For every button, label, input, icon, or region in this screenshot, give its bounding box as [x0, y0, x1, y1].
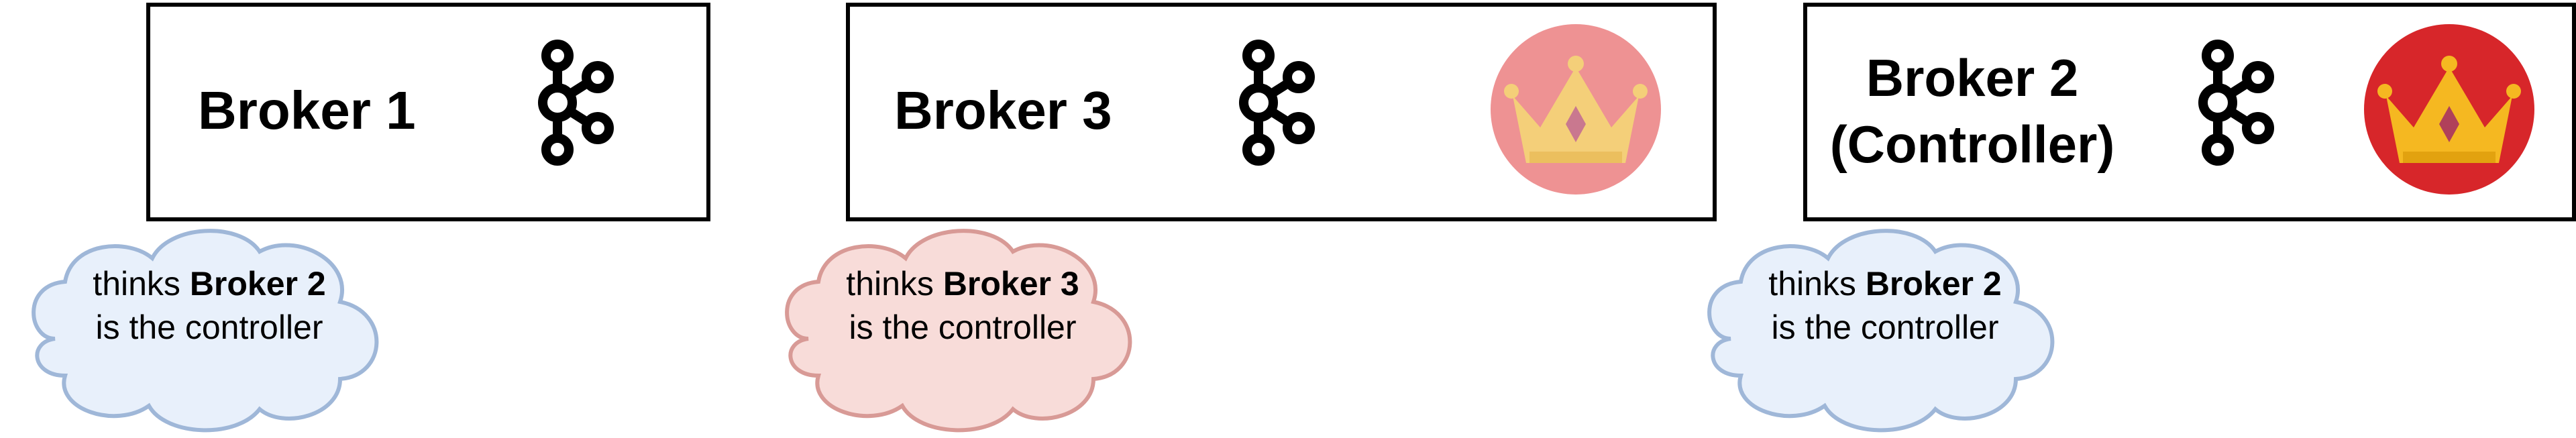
- broker-1-card: Broker 1: [146, 3, 710, 221]
- cloud-line-2: is the controller: [95, 309, 323, 346]
- broker-box: [146, 3, 710, 221]
- cloud-line-2: is the controller: [1771, 309, 1998, 346]
- broker-3-card: Broker 3: [846, 3, 1717, 221]
- cloud-line-2: is the controller: [849, 309, 1076, 346]
- cloud-line-1: thinks Broker 3: [846, 265, 1079, 303]
- broker-3-title: Broker 3: [894, 80, 1112, 140]
- thought-cloud-broker-3: thinks Broker 3 is the controller: [787, 231, 1130, 430]
- thought-cloud-broker-1: thinks Broker 2 is the controller: [34, 231, 376, 430]
- crown-icon: [2364, 24, 2534, 195]
- cloud-line-1: thinks Broker 2: [1768, 265, 2001, 303]
- broker-1-title: Broker 1: [198, 80, 416, 140]
- broker-2-card: Broker 2 (Controller): [1803, 3, 2576, 221]
- controller-label: (Controller): [1830, 115, 2115, 174]
- cloud-line-1: thinks Broker 2: [93, 265, 325, 303]
- crown-icon: [1491, 24, 1661, 195]
- thought-cloud-broker-2: thinks Broker 2 is the controller: [1709, 231, 2052, 430]
- broker-2-title: Broker 2: [1866, 48, 2079, 107]
